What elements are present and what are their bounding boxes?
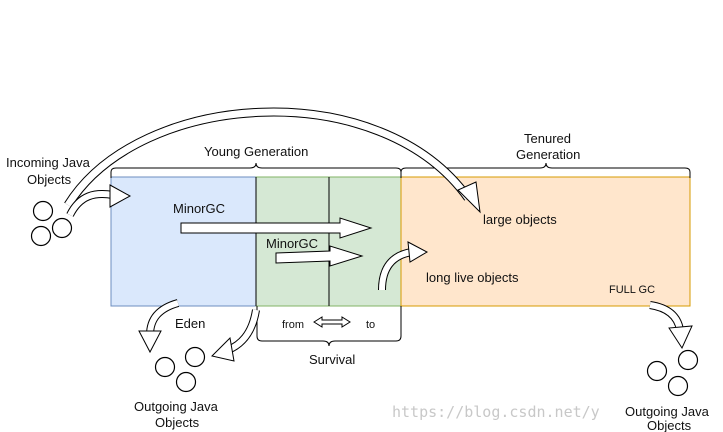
- large-objects-label: large objects: [483, 212, 557, 227]
- minorgc-arrow-2: [275, 245, 364, 267]
- eden-label: Eden: [175, 316, 205, 331]
- eden-region: [110, 176, 257, 307]
- long-live-objects-label: long live objects: [426, 270, 519, 285]
- outgoing-objects-right: [646, 349, 699, 397]
- young-generation-label: Young Generation: [204, 144, 308, 159]
- watermark: https://blog.csdn.net/y: [392, 403, 600, 421]
- outgoing-right-label-line1: Outgoing Java: [625, 404, 710, 419]
- tenured-region: [400, 176, 691, 307]
- tenured-label-line2: Generation: [516, 147, 580, 162]
- from-to-double-arrow: [313, 316, 351, 328]
- outgoing-left-label-line2: Objects: [155, 415, 200, 430]
- full-gc-label: FULL GC: [609, 284, 655, 296]
- survivor-to-region: [328, 176, 402, 307]
- survivor-from-region: [255, 176, 330, 307]
- survival-label: Survival: [309, 352, 355, 367]
- outgoing-left-label-line1: Outgoing Java: [134, 399, 219, 414]
- minorgc-arrow-1: [180, 217, 373, 239]
- from-label: from: [282, 319, 304, 331]
- tenured-label-line1: Tenured: [524, 131, 571, 146]
- incoming-label-line2: Objects: [27, 172, 72, 187]
- incoming-objects: [30, 200, 73, 247]
- minorgc-label-2: MinorGC: [266, 236, 318, 251]
- survival-brace: [256, 306, 402, 347]
- large-objects-arc-head: [457, 181, 481, 214]
- young-generation-brace: [110, 162, 402, 178]
- to-label: to: [366, 319, 375, 331]
- minorgc-label-1: MinorGC: [173, 201, 225, 216]
- incoming-label-line1: Incoming Java: [6, 155, 91, 170]
- outgoing-objects-left: [154, 346, 206, 393]
- tenured-brace: [400, 162, 691, 178]
- outgoing-right-label-line2: Objects: [647, 418, 692, 432]
